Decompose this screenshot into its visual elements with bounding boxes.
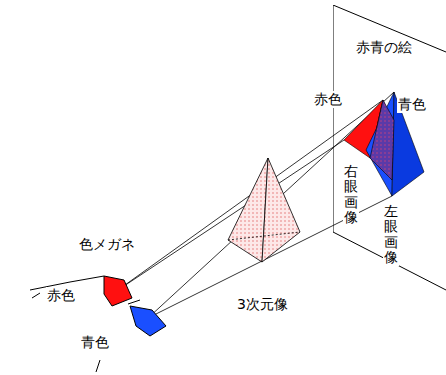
sight-lines (118, 92, 394, 318)
colour-glasses (30, 276, 166, 372)
glasses-label: 色メガネ (78, 236, 136, 253)
image-label: 左眼画像 (383, 204, 399, 266)
image-label: 右眼画像 (343, 164, 359, 226)
colour-label: 青色 (397, 96, 427, 113)
panel-edge (333, 5, 334, 232)
colour-label: 赤色 (313, 91, 343, 108)
pyramid-3d (228, 158, 300, 262)
panel-title: 赤青の絵 (355, 39, 413, 56)
colour-label: 赤色 (46, 287, 76, 304)
colour-label: 青色 (80, 334, 110, 351)
object-label: 3次元像 (236, 296, 289, 313)
